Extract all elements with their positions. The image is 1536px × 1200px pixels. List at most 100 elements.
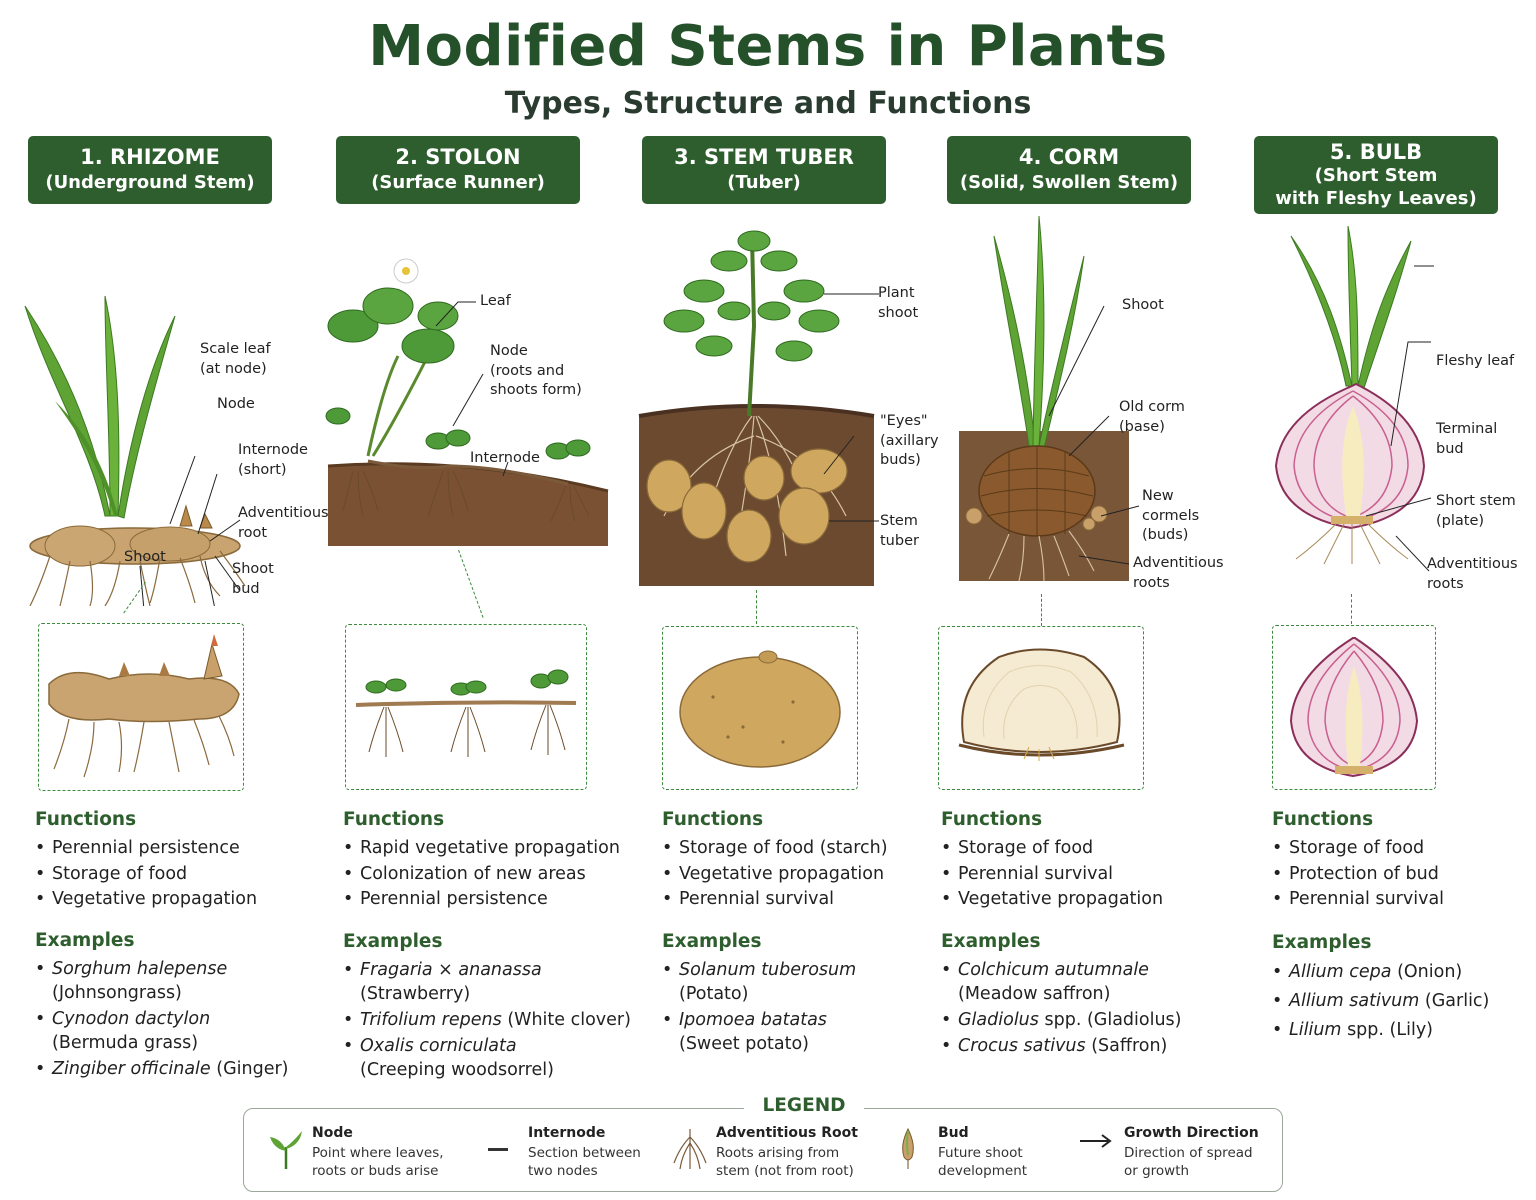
stolon-illustration	[325, 258, 609, 546]
label-stem-tuber: Stem tuber	[880, 513, 919, 549]
label-adventitious-root: Adventitious root	[238, 505, 329, 541]
stolon-functions: Functions Rapid vegetative propagation C…	[343, 809, 633, 913]
example-item: Lilium spp. (Lily)	[1272, 1017, 1536, 1044]
stem-tuber-title: 3. STEM TUBER	[674, 145, 854, 169]
label-new-cormels: New cormels (buds)	[1142, 488, 1200, 543]
function-item: Vegetative propagation	[941, 887, 1231, 913]
example-item: Solanum tuberosum(Potato)	[662, 958, 952, 1006]
function-item: Vegetative propagation	[662, 862, 952, 888]
legend-desc: Roots arising from stem (not from root)	[716, 1145, 854, 1179]
stem-tuber-banner: 3. STEM TUBER (Tuber)	[642, 136, 886, 204]
stem-tuber-closeup-illustration	[679, 650, 841, 768]
stem-tuber-subtitle: (Tuber)	[727, 172, 801, 193]
label-terminal-bud: Terminal bud	[1436, 421, 1498, 457]
example-item: Zingiber officinale (Ginger)	[35, 1057, 325, 1081]
rhizome-subtitle: (Underground Stem)	[45, 172, 255, 193]
legend-desc: Point where leaves, roots or buds arise	[312, 1145, 444, 1179]
function-item: Storage of food	[941, 836, 1231, 862]
label-adventitious-roots: Adventitious roots	[1133, 555, 1224, 591]
function-item: Storage of food	[35, 862, 325, 888]
label-eyes: "Eyes" (axillary buds)	[880, 413, 939, 468]
rhizome-closeup-illustration	[48, 634, 240, 778]
bulb-subtitle: (Short Stem with Fleshy Leaves)	[1275, 165, 1477, 209]
stem-tuber-closeup-box	[662, 626, 858, 790]
label-shoot: Shoot	[1122, 297, 1164, 313]
label-node: Node (roots and shoots form)	[490, 343, 582, 398]
function-item: Rapid vegetative propagation	[343, 836, 633, 862]
internode-dash-icon	[488, 1148, 508, 1151]
function-item: Perennial persistence	[343, 887, 633, 913]
label-plant-shoot: Plant shoot	[878, 285, 919, 321]
example-item: Allium sativum (Garlic)	[1272, 988, 1536, 1015]
bud-icon	[902, 1127, 914, 1169]
function-item: Storage of food (starch)	[662, 836, 952, 862]
corm-illustration	[959, 216, 1140, 582]
stolon-banner: 2. STOLON (Surface Runner)	[336, 136, 580, 204]
stem-tuber-column: 3. STEM TUBER (Tuber) Plant shoot "E	[624, 136, 939, 1086]
stem-tuber-connector	[756, 590, 757, 624]
functions-heading: Functions	[662, 809, 764, 830]
corm-examples: Examples Colchicum autumnale(Meadow saff…	[941, 931, 1231, 1060]
functions-heading: Functions	[35, 809, 137, 830]
legend-name: Adventitious Root	[716, 1125, 858, 1141]
bulb-connector	[1351, 594, 1352, 624]
functions-heading: Functions	[1272, 809, 1374, 830]
bulb-examples: Examples Allium cepa (Onion) Allium sati…	[1272, 932, 1536, 1046]
bulb-closeup-box	[1272, 625, 1436, 790]
label-internode: Internode (short)	[238, 442, 308, 478]
functions-heading: Functions	[941, 809, 1043, 830]
example-item: Colchicum autumnale(Meadow saffron)	[941, 958, 1231, 1006]
corm-subtitle: (Solid, Swollen Stem)	[959, 172, 1179, 193]
label-old-corm: Old corm (base)	[1119, 399, 1185, 435]
legend-desc: Future shoot development	[938, 1145, 1028, 1179]
rhizome-illustration	[24, 295, 246, 606]
rhizome-closeup-box	[38, 623, 244, 791]
bulb-title: 5. BULB	[1329, 140, 1423, 164]
label-leaf: Leaf	[480, 293, 511, 309]
examples-heading: Examples	[35, 930, 135, 951]
adventitious-root-icon	[673, 1129, 707, 1170]
example-item: Gladiolus spp. (Gladiolus)	[941, 1008, 1231, 1032]
rhizome-banner: 1. RHIZOME (Underground Stem)	[28, 136, 272, 204]
label-shoot: Shoot	[124, 549, 166, 565]
stolon-title: 2. STOLON	[395, 145, 521, 169]
rhizome-title: 1. RHIZOME	[80, 145, 220, 169]
example-item: Cynodon dactylon(Bermuda grass)	[35, 1007, 325, 1055]
corm-closeup-box	[938, 626, 1144, 790]
legend-desc: Direction of spread or growth	[1124, 1145, 1253, 1179]
example-item: Fragaria × ananassa(Strawberry)	[343, 958, 633, 1006]
corm-connector	[1041, 594, 1042, 626]
function-item: Perennial survival	[662, 887, 952, 913]
legend-name: Bud	[938, 1125, 969, 1141]
node-sprout-icon	[270, 1131, 302, 1169]
legend: LEGEND Node Point where leaves, roots or…	[243, 1095, 1283, 1192]
function-item: Colonization of new areas	[343, 862, 633, 888]
stem-tuber-examples: Examples Solanum tuberosum(Potato) Ipomo…	[662, 931, 952, 1058]
function-item: Vegetative propagation	[35, 887, 325, 913]
stolon-column: 2. STOLON (Surface Runner) Leaf	[318, 136, 631, 1086]
example-item: Trifolium repens (White clover)	[343, 1008, 633, 1032]
legend-title: LEGEND	[744, 1095, 864, 1116]
rhizome-examples: Examples Sorghum halepense(Johnsongrass)…	[35, 930, 325, 1083]
legend-desc: Section between two nodes	[528, 1145, 641, 1179]
label-internode: Internode	[470, 450, 540, 466]
corm-closeup-illustration	[958, 648, 1125, 761]
bulb-column: 5. BULB (Short Stem with Fleshy Leaves) …	[1236, 136, 1518, 1086]
function-item: Perennial survival	[941, 862, 1231, 888]
legend-name: Node	[312, 1125, 353, 1141]
example-item: Allium cepa (Onion)	[1272, 959, 1536, 986]
corm-banner: 4. CORM (Solid, Swollen Stem)	[947, 136, 1191, 204]
example-item: Sorghum halepense(Johnsongrass)	[35, 957, 325, 1005]
stolon-closeup-illustration	[355, 669, 577, 757]
examples-heading: Examples	[1272, 932, 1372, 953]
example-item: Ipomoea batatas(Sweet potato)	[662, 1008, 952, 1056]
function-item: Storage of food	[1272, 836, 1536, 862]
bulb-closeup-illustration	[1289, 637, 1419, 778]
rhizome-functions: Functions Perennial persistence Storage …	[35, 809, 325, 913]
stem-tuber-functions: Functions Storage of food (starch) Veget…	[662, 809, 952, 913]
examples-heading: Examples	[662, 931, 762, 952]
corm-title: 4. CORM	[1018, 145, 1120, 169]
stolon-examples: Examples Fragaria × ananassa(Strawberry)…	[343, 931, 633, 1084]
legend-name: Growth Direction	[1124, 1125, 1259, 1141]
stolon-closeup-box	[345, 624, 587, 790]
